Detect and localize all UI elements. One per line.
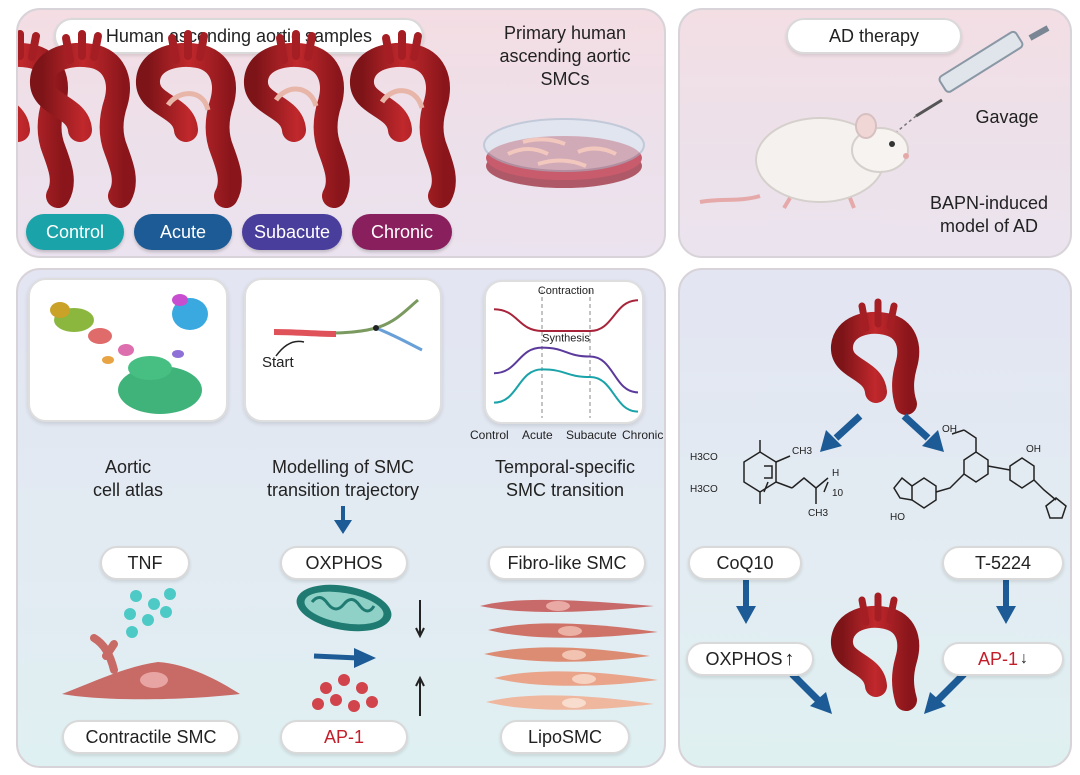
primary-cells-label: Primary human ascending aortic SMCs: [499, 23, 631, 89]
ap1-effect-label: AP-1: [977, 648, 1019, 669]
model-label: BAPN-induced model of AD: [929, 193, 1049, 236]
t5224-structure-icon: [893, 429, 1067, 519]
coq10-sub-bottom: H3CO: [690, 484, 718, 495]
drug-mechanism-illustration: H3CO H3CO CH3 CH3 10 H OH OH HO: [690, 298, 1067, 714]
aorta-samples-illustration: [18, 10, 645, 208]
coq10-methyl-chain: CH3: [808, 508, 828, 519]
chart-series-label: Synthesis: [542, 333, 590, 345]
oxphos-effect-label: OXPHOS: [705, 648, 783, 669]
oxphos-pill: OXPHOS: [280, 546, 408, 580]
coq10-sub-top: H3CO: [690, 452, 718, 463]
fibro-like-smc-icon: [480, 599, 658, 710]
trajectory-start-label: Start: [262, 354, 294, 371]
trajectory-label: Modelling of SMC transition trajectory: [266, 457, 420, 500]
tnf-pill: TNF: [100, 546, 190, 580]
group-control-pill: Control: [26, 214, 124, 250]
coq10-repeat: 10: [832, 488, 844, 499]
t5224-ho: HO: [890, 512, 905, 523]
mouse-gavage-illustration: [699, 25, 1050, 210]
ap1-pill: AP-1: [280, 720, 408, 754]
trajectory-card: Start: [244, 278, 442, 422]
tnf-particles-icon: [124, 588, 176, 638]
t5224-pill: T-5224: [942, 546, 1064, 580]
coq10-structure-icon: [743, 440, 829, 504]
group-chronic-pill: Chronic: [352, 214, 452, 250]
therapy-title: AD therapy: [786, 18, 962, 54]
t5224-oh-acid: OH: [942, 424, 957, 435]
cell-atlas-card: [28, 278, 228, 422]
coq10-pill: CoQ10: [688, 546, 802, 580]
syringe-icon: [915, 25, 1050, 118]
chart-series-label: Contraction: [538, 285, 594, 297]
chart-category-label: Acute: [522, 428, 553, 442]
umap-plot: [50, 294, 208, 414]
ap1-down-pill: AP-1 ↓: [942, 642, 1064, 676]
petri-dish-icon: [483, 118, 645, 188]
chart-series-line: [493, 346, 639, 394]
group-acute-pill: Acute: [134, 214, 232, 250]
aorta-acute-icon: [148, 34, 230, 196]
mitochondrion-icon: [296, 584, 392, 632]
atlas-label: Aortic cell atlas: [92, 457, 164, 500]
down-small-arrow-icon: ↓: [1020, 650, 1029, 667]
fibro-like-smc-pill: Fibro-like SMC: [488, 546, 646, 580]
oxphos-up-pill: OXPHOS ↑: [686, 642, 814, 676]
ap1-particles-icon: [312, 674, 378, 712]
t5224-oh-phenol: OH: [1026, 444, 1041, 455]
aorta-top-icon: [831, 298, 920, 415]
drug-panel: H3CO H3CO CH3 CH3 10 H OH OH HO CoQ10 T-…: [678, 268, 1072, 768]
coq10-terminal: H: [832, 468, 839, 479]
decrease-arrow-icon: [415, 600, 425, 639]
aorta-subacute-icon: [256, 34, 338, 196]
coq10-methyl-top: CH3: [792, 446, 812, 457]
up-arrow-icon: ↑: [784, 647, 795, 670]
group-subacute-pill: Subacute: [242, 214, 342, 250]
mouse-icon: [699, 113, 909, 210]
chart-series-line: [493, 368, 639, 413]
chart-category-labels: Control Acute Subacute Chronic: [470, 428, 664, 444]
aorta-bottom-icon: [831, 592, 920, 711]
mechanism-illustration: [62, 506, 658, 716]
trajectory-plot: [273, 298, 423, 357]
samples-panel: Human ascending aortic samples Primary h…: [16, 8, 666, 258]
contractile-smc-pill: Contractile SMC: [62, 720, 240, 754]
contractile-smc-icon: [62, 634, 240, 700]
branch-arrows-icon: [736, 413, 1016, 714]
liposmc-pill: LipoSMC: [500, 720, 630, 754]
chart-category-label: Chronic: [622, 428, 664, 442]
flow-arrow-icon: [313, 648, 376, 668]
increase-arrow-icon: [415, 675, 425, 716]
chart-series-line: [493, 299, 639, 332]
down-arrow-icon: [334, 506, 352, 534]
temporal-label: Temporal-specific SMC transition: [494, 457, 636, 500]
chart-category-label: Subacute: [566, 428, 617, 442]
aorta-chronic-icon: [362, 34, 444, 196]
therapy-panel: AD therapy Gavage BAPN-induced model of …: [678, 8, 1072, 258]
gavage-label: Gavage: [975, 107, 1039, 127]
chart-category-label: Control: [470, 428, 509, 442]
